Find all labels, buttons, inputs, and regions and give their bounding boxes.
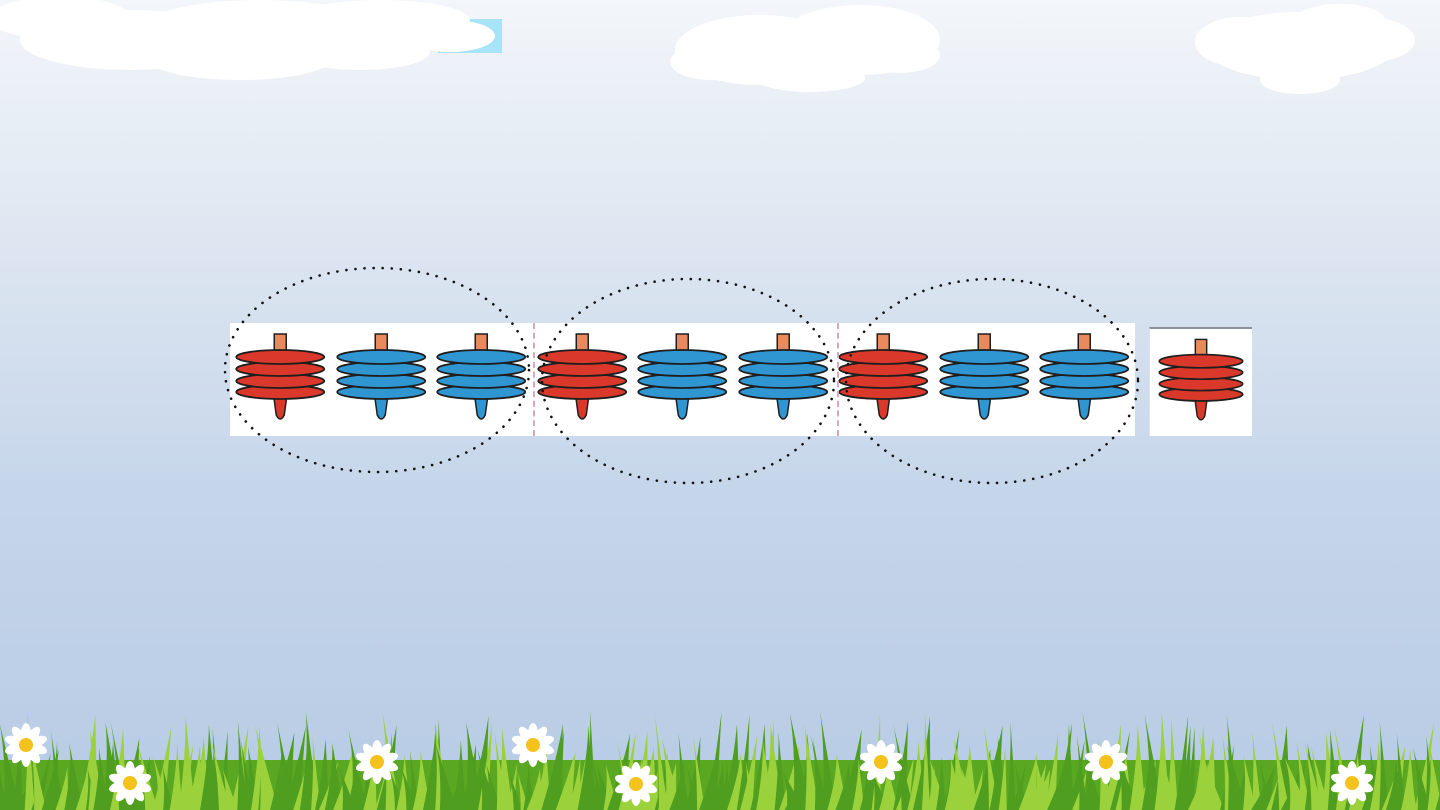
grass-blade: [1068, 739, 1085, 810]
grass-blade: [921, 710, 931, 810]
grass-blade: [654, 714, 669, 810]
grass-blade: [217, 730, 228, 810]
daisy-icon: [511, 723, 555, 767]
grass-blade: [178, 715, 195, 810]
grass-blade: [1186, 725, 1195, 810]
grass-blade: [1044, 732, 1059, 810]
grass-blade: [435, 742, 457, 810]
grass-blade: [936, 756, 947, 810]
grass-blade: [1427, 746, 1440, 810]
spinning-top-red-remainder-1: [1149, 327, 1252, 436]
grass-blade: [311, 735, 321, 810]
grass-blade: [998, 744, 1007, 810]
daisy-icon: [4, 723, 48, 767]
cloud-right: [1195, 4, 1415, 94]
grass-blade: [648, 769, 659, 810]
grass-blade: [1396, 733, 1406, 810]
grass-blade: [740, 735, 758, 810]
grass-blade: [1271, 721, 1290, 810]
grass-blade: [1379, 721, 1389, 810]
daisy-icon: [859, 740, 903, 784]
grass-blade: [893, 724, 914, 810]
grass-blade: [1129, 723, 1146, 810]
daisy-icon: [1330, 761, 1374, 805]
grass-blade: [559, 751, 576, 810]
grass-blade: [774, 732, 786, 810]
grass-blade: [685, 736, 701, 810]
grass-blade: [707, 711, 722, 810]
cloud-middle: [670, 5, 940, 92]
grass-blade: [1407, 760, 1417, 810]
grass-blade: [685, 762, 701, 810]
grass-blade: [1035, 755, 1050, 810]
grass-blade: [255, 726, 279, 810]
group-divider-2: [837, 323, 839, 436]
daisy-icon: [355, 740, 399, 784]
grass-blade: [678, 732, 689, 810]
grass-blade: [820, 712, 837, 810]
grass-blade: [852, 758, 865, 810]
grass-blade: [69, 742, 83, 810]
grass-blade: [0, 724, 21, 810]
grass-blade: [692, 734, 706, 810]
spinning-top-icon: [1158, 338, 1244, 421]
grass-blade: [1174, 714, 1189, 810]
grass-blade: [41, 748, 59, 810]
grass-blade: [93, 748, 109, 810]
grass-blade: [1435, 792, 1440, 810]
daisy-icon: [614, 762, 658, 806]
grass-blade: [1167, 716, 1179, 810]
grass-blade: [169, 743, 183, 810]
cloud-left: [0, 0, 495, 80]
grass-blade: [452, 740, 466, 810]
grass-blade: [1061, 724, 1075, 810]
grass-blade: [315, 738, 330, 810]
grass-blade: [1252, 730, 1262, 810]
grass-blade: [568, 757, 581, 810]
grass-blade: [1179, 725, 1191, 810]
grass-blade: [1007, 721, 1017, 810]
group-divider-1: [532, 323, 535, 436]
grass-blade: [1084, 758, 1104, 810]
grass-blade: [55, 767, 69, 810]
grass-blade: [549, 729, 565, 810]
grass-blade: [50, 730, 64, 810]
grass-blade: [1018, 753, 1037, 810]
daisy-icon: [108, 761, 152, 805]
grass-blade: [1076, 734, 1089, 810]
daisy-icon: [1084, 740, 1128, 784]
grass-blade: [1258, 758, 1273, 810]
grass-blade: [162, 765, 174, 810]
flowers: [4, 723, 1374, 806]
grass-blade: [426, 723, 438, 810]
grass-blade: [497, 726, 513, 810]
grass-blade: [508, 769, 522, 810]
grass-blade: [1205, 763, 1225, 810]
grass-blade: [711, 763, 726, 810]
grass-blade: [637, 746, 657, 810]
